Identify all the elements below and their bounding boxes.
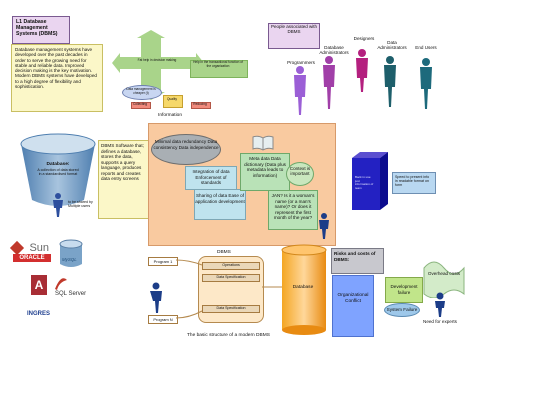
database-label: Database <box>292 285 314 290</box>
role-programmers: Programmers <box>287 60 315 65</box>
program-connectors <box>175 259 203 319</box>
sun-logo: Sun <box>9 239 50 257</box>
sql-server-label: SQL Server <box>55 291 87 297</box>
operations-bar: Operations <box>202 262 260 270</box>
reducing-block <box>191 102 211 109</box>
sun-icon <box>9 240 25 255</box>
db-admin-person-icon <box>323 56 335 109</box>
dev-failure-text: Development failure <box>390 284 418 295</box>
intro-text: Database management systems have develop… <box>11 44 103 112</box>
org-conflict-text: Organizational Conflict <box>337 293 369 304</box>
pc-tower-icon <box>352 152 388 210</box>
database-cylinder-orange-icon <box>281 244 327 335</box>
database-title: Database: <box>46 162 70 167</box>
context-circle: Context is important <box>286 162 314 186</box>
dev-failure-box: Development failure <box>385 277 423 303</box>
sharing-box: Sharing of data Ease of application deve… <box>194 189 246 220</box>
svg-text:A: A <box>35 278 44 292</box>
dbms-definition: DBMS Software that; defines a database, … <box>98 140 153 219</box>
pc-text: Back in use just information of team <box>355 175 374 190</box>
sql-server-icon <box>55 278 67 290</box>
book-icon <box>252 135 274 151</box>
management-oval <box>122 85 162 100</box>
arrow-up-head <box>137 30 165 38</box>
experts-text: Need for experts <box>423 319 457 324</box>
help-box <box>190 60 248 78</box>
sun-text: Sun <box>29 241 50 254</box>
thinking-person-icon <box>319 213 329 239</box>
shared-text: to be shared by Multiple users <box>68 200 93 209</box>
collecting-block <box>131 102 151 109</box>
developer-person-icon <box>150 282 162 313</box>
screen-box <box>392 172 436 194</box>
data-spec-bar-2: Data Specification <box>202 305 260 313</box>
role-designers: Designers <box>353 36 375 41</box>
page-title: L1 Database Management Systems (DBMS) <box>12 16 70 44</box>
access-icon: A <box>31 275 47 295</box>
people-box: People associated with DBMS <box>268 23 320 49</box>
dbms-label: DBMS <box>217 250 231 255</box>
mysql-icon <box>59 239 83 267</box>
overhead-costs-wave-icon <box>423 261 465 298</box>
information-label: Information <box>158 113 182 118</box>
screen-text: Speed to present info in readable format… <box>395 175 430 188</box>
end-user-person-icon <box>420 58 432 109</box>
management-oval-text: Data management is cheaper (t) <box>126 87 156 95</box>
org-conflict-box: Organizational Conflict <box>332 275 374 337</box>
arrow-left-head <box>112 53 120 73</box>
oracle-logo: ORACLE <box>13 254 51 262</box>
system-failure-oval: System Failure <box>384 303 420 317</box>
role-end-users: End Users <box>415 45 437 50</box>
role-db-admins: Database Administrators <box>319 45 349 55</box>
overhead-text: Overhead costs <box>427 271 461 276</box>
expert-person-icon <box>435 292 445 317</box>
data-admin-person-icon <box>384 56 396 107</box>
designer-person-icon <box>356 49 368 92</box>
integration-box: Integration of data Enforcement of stand… <box>185 166 237 190</box>
program-1-box: Program 1 <box>148 257 178 266</box>
people-figures <box>294 49 432 115</box>
help-text: Help in the transactional function of th… <box>193 60 243 68</box>
program-n-box: Program N <box>148 315 178 324</box>
user-person-icon <box>53 193 63 217</box>
structure-caption: The basic structure of a modern DBMS <box>187 333 270 338</box>
ingres-logo: INGRES <box>27 311 51 317</box>
quality-label: Quality <box>167 97 177 101</box>
quality-block <box>163 95 183 108</box>
reducing-label: Reducing <box>193 101 207 106</box>
jan-question-box: JAN? Is it a woman's name (or a man's na… <box>268 190 318 230</box>
speed-text: Fat help in decision making <box>137 58 177 62</box>
database-cylinder-icon <box>20 133 96 206</box>
data-spec-bar-1: Data Specification <box>202 274 260 282</box>
programmer-person-icon <box>294 66 306 115</box>
minimal-redundancy-ellipse: Minimal data redundancy Data consistency… <box>151 134 221 165</box>
structure-to-database-arrow <box>262 286 282 288</box>
role-data-admins: Data Administrators <box>377 40 407 50</box>
info-arrow-vertical <box>141 37 161 93</box>
risks-title: Risks and costs of DBMS: <box>331 248 384 274</box>
collecting-label: Collecting <box>133 101 147 106</box>
meta-data-box: Meta data Data dictionary (Data plus met… <box>240 153 290 191</box>
mysql-label: MySQL <box>62 257 77 262</box>
database-text: A collection of data stored in a standar… <box>37 168 79 177</box>
